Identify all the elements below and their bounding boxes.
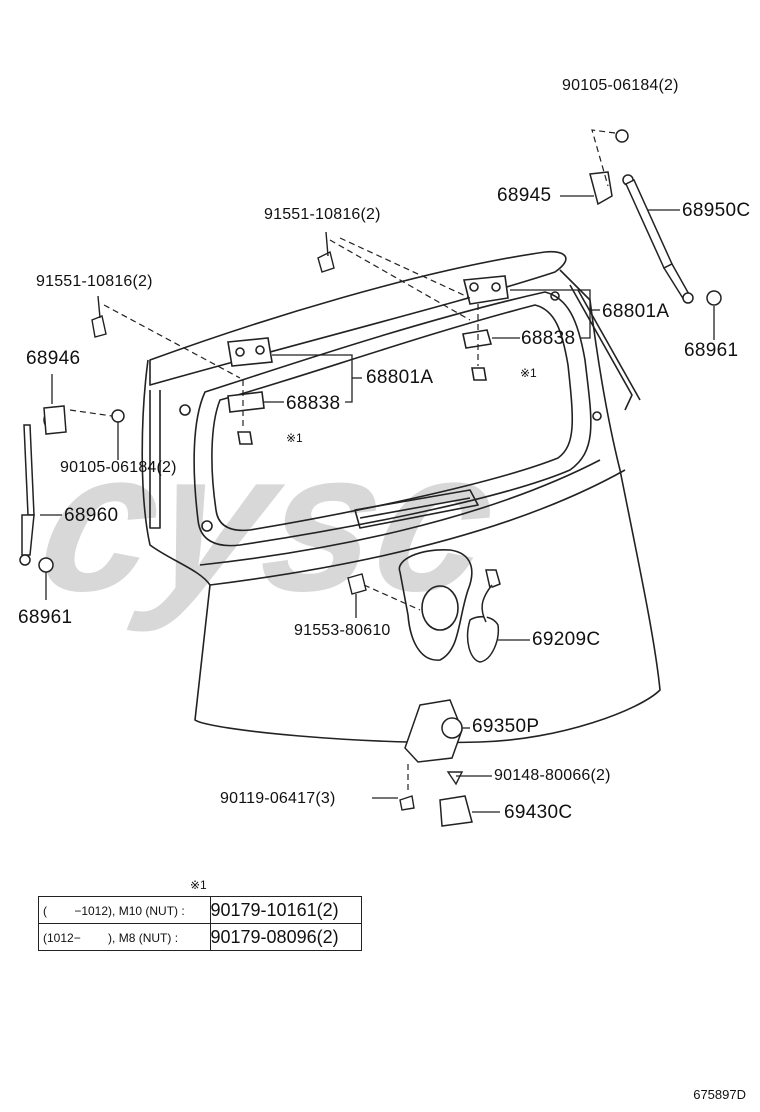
part-label-68960: 68960 <box>64 505 119 526</box>
back-door-panel <box>141 250 661 744</box>
strut-left <box>19 405 125 573</box>
table-row: ( −1012), M10 (NUT) : 90179-10161(2) <box>38 896 362 924</box>
part-label-68961-left: 68961 <box>18 607 73 628</box>
lock-assembly <box>404 569 501 827</box>
part-label-90105-06184-top: 90105-06184(2) <box>562 77 679 94</box>
part-label-69350p: 69350P <box>472 716 540 737</box>
nut-note-table: ( −1012), M10 (NUT) : 90179-10161(2) (10… <box>38 896 362 951</box>
document-id: 675897D <box>693 1087 746 1102</box>
note-mark-left: ※1 <box>286 431 303 445</box>
hinge-left <box>227 337 273 445</box>
part-label-90119-06417: 90119-06417(3) <box>220 790 336 807</box>
note-part-code: 90179-08096(2) <box>209 923 362 951</box>
part-label-68801a-right: 68801A <box>602 301 670 322</box>
part-label-90148-80066: 90148-80066(2) <box>494 767 611 784</box>
table-row: (1012− ), M8 (NUT) : 90179-08096(2) <box>38 923 362 951</box>
note-mark-right: ※1 <box>520 366 537 380</box>
note-mark-table: ※1 <box>190 878 207 892</box>
part-label-68945: 68945 <box>497 185 552 206</box>
part-label-68946: 68946 <box>26 348 81 369</box>
part-label-68838-right: 68838 <box>521 328 576 349</box>
hinge-right <box>462 275 509 381</box>
leader-lines <box>40 195 715 813</box>
note-part-code: 90179-10161(2) <box>209 896 362 924</box>
part-label-91551-10816-left: 91551-10816(2) <box>36 273 153 290</box>
part-label-91551-10816-mid: 91551-10816(2) <box>264 206 381 223</box>
bolts <box>91 231 464 811</box>
note-range: (1012− ), M8 (NUT) : <box>38 923 211 951</box>
part-label-68950c: 68950C <box>682 200 751 221</box>
part-label-69430c: 69430C <box>504 802 573 823</box>
note-range: ( −1012), M10 (NUT) : <box>38 896 211 924</box>
part-label-68801a-left: 68801A <box>366 367 434 388</box>
part-label-91553-80610: 91553-80610 <box>294 622 391 639</box>
part-label-68838-left: 68838 <box>286 393 341 414</box>
part-label-90105-06184-left: 90105-06184(2) <box>60 459 177 476</box>
part-label-69209c: 69209C <box>532 629 601 650</box>
assembly-lines <box>69 129 616 790</box>
part-label-68961-right: 68961 <box>684 340 739 361</box>
watermark: cysc <box>23 409 515 632</box>
